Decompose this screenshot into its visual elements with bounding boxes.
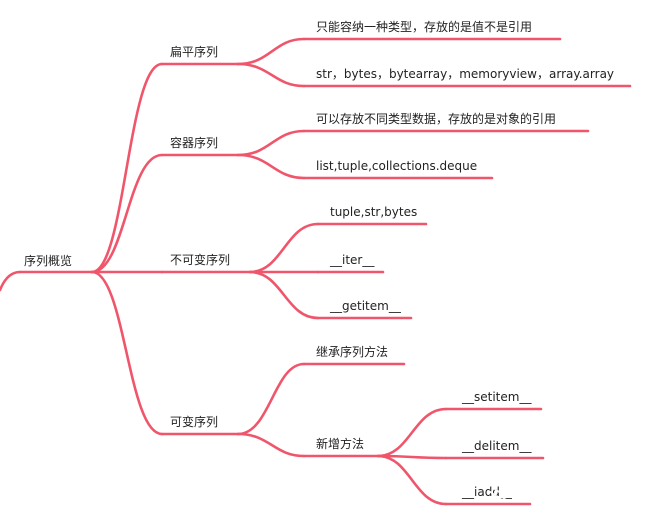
edge-immutable-to-c2 xyxy=(248,270,320,320)
node-mutable-sequence: 可变序列 xyxy=(170,414,218,429)
node-flat-sequence: 扁平序列 xyxy=(170,44,218,59)
node-immutable-sequence: 不可变序列 xyxy=(170,252,230,267)
edge-mutable-to-c0 xyxy=(236,362,306,436)
node-flat-types: str，bytes，bytearray，memoryview，array.arr… xyxy=(316,67,614,81)
edge-mutable-to-c1 xyxy=(236,432,306,458)
edge-root-stub xyxy=(0,270,22,292)
edge-immutable-to-c0 xyxy=(248,222,320,274)
juejin-logo-icon xyxy=(488,479,516,501)
node-method-delitem: __delitem__ xyxy=(461,439,532,453)
node-method-setitem: __setitem__ xyxy=(461,390,532,404)
edge-root-to-flat xyxy=(90,62,164,274)
node-container-sequence: 容器序列 xyxy=(170,135,218,150)
edge-new-to-c0 xyxy=(376,407,448,458)
edge-new-to-c2 xyxy=(376,454,448,506)
edge-flat-to-c1 xyxy=(236,62,306,88)
edge-flat-to-c0 xyxy=(236,37,306,66)
node-immutable-getitem: __getitem__ xyxy=(329,299,402,313)
watermark-text: @稀土掘金技术社区 xyxy=(514,483,631,499)
node-container-constraint: 可以存放不同类型数据，存放的是对象的引用 xyxy=(316,111,556,126)
node-method-iadd: __iadd__ xyxy=(461,485,513,499)
node-container-types: list,tuple,collections.deque xyxy=(316,159,477,173)
edge-container-to-c1 xyxy=(236,153,306,180)
edge-container-to-c0 xyxy=(236,129,306,157)
node-immutable-iter: __iter__ xyxy=(329,253,375,267)
node-immutable-types: tuple,str,bytes xyxy=(330,205,417,219)
node-mutable-new-methods: 新增方法 xyxy=(316,436,364,451)
watermark: @稀土掘金技术社区 xyxy=(488,479,631,501)
node-flat-constraint: 只能容纳一种类型，存放的是值不是引用 xyxy=(316,19,532,34)
edge-root-to-container xyxy=(90,153,164,274)
node-mutable-inherit: 继承序列方法 xyxy=(316,344,388,359)
root-node-label: 序列概览 xyxy=(24,253,72,268)
edge-root-to-mutable xyxy=(90,270,164,436)
